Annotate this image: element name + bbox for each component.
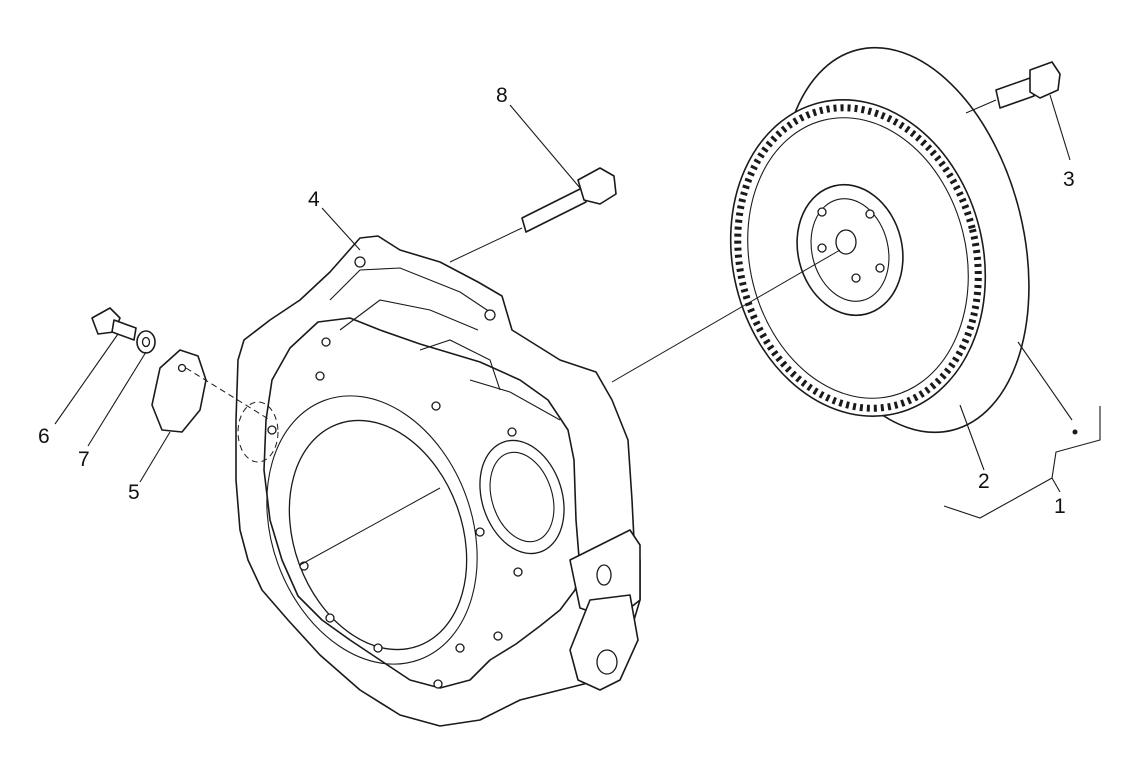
leader-lines [54,94,1101,519]
callout-5: 5 [128,481,140,504]
flywheel [729,46,1030,434]
callout-7: 7 [78,448,90,471]
flywheel-housing [235,235,641,727]
callout-2: 2 [978,470,990,493]
callout-6: 6 [38,425,50,448]
assembly-axes [185,99,997,566]
callout-8: 8 [496,84,508,107]
cover-bolt [91,307,137,341]
cover-plate [151,349,207,433]
callout-3: 3 [1063,168,1075,191]
callout-1: 1 [1054,495,1066,518]
washer [136,330,156,354]
callout-4: 4 [308,188,320,211]
flywheel-bolt [995,61,1061,109]
callout-labels: 1 2 3 4 5 6 7 8 [38,84,1075,518]
housing-bolt [521,167,617,233]
